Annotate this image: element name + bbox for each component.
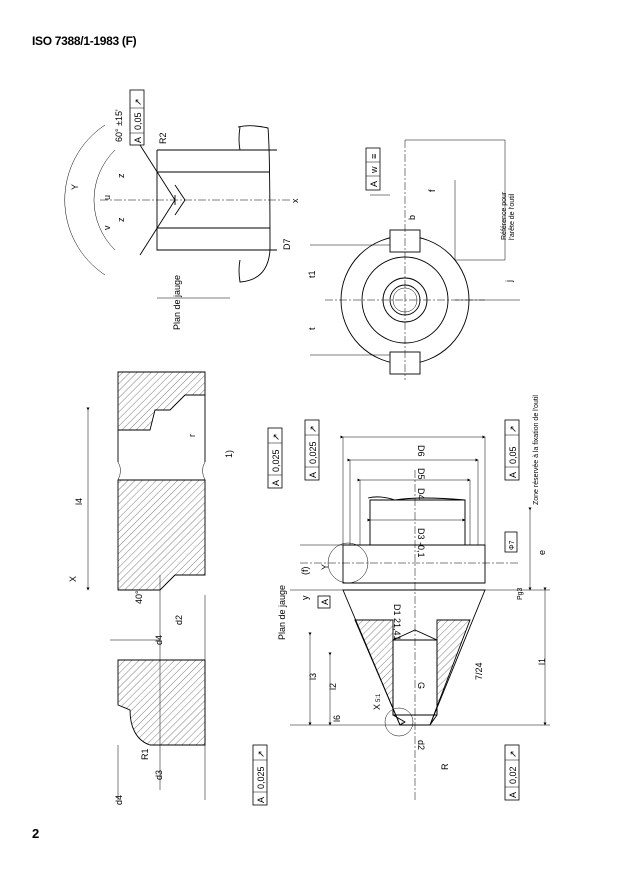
dim-r1: R1: [140, 748, 150, 760]
reference-label-2: l'arête de l'outil: [509, 193, 516, 240]
dim-v: v: [102, 225, 112, 230]
dim-g: G: [416, 682, 426, 689]
tolerance-datum: A: [508, 472, 518, 478]
gauge-plane-label: Plan de jauge: [277, 585, 287, 640]
dim-l6: l6: [332, 715, 342, 722]
gauge-plane-label-y: Plan de jauge: [172, 275, 182, 330]
detail-y-title: Y: [70, 184, 80, 190]
detail-x: X l4 40° d2 d4 d3 d4 R1 r 1): [68, 371, 234, 805]
tolerance-datum: A: [508, 792, 518, 798]
tolerance-frame-2: A 0,025 ↗: [304, 419, 320, 481]
detail-x-callout: X: [372, 704, 382, 710]
dim-angle-60: 60° ±15': [114, 109, 124, 142]
svg-text:↗: ↗: [133, 98, 143, 106]
tolerance-frame-symmetry: ≡ w A: [365, 147, 381, 191]
dim-d4: D4: [416, 488, 426, 500]
tolerance-value: 0,05: [508, 446, 518, 464]
footnote-ref: 1): [224, 450, 234, 458]
taper-ratio: 7/24: [474, 662, 484, 680]
tolerance-frame-1: A 0,025 ↗: [267, 427, 283, 489]
dim-r-x: r: [187, 434, 197, 437]
tolerance-frame-4: A 0,025 ↗: [252, 744, 268, 806]
dim-e: e: [537, 550, 547, 555]
svg-text:≡: ≡: [369, 154, 379, 159]
svg-text:↗: ↗: [508, 750, 518, 758]
tolerance-datum: A: [369, 181, 379, 187]
datum-a: A: [320, 599, 330, 605]
end-view: b f t1 t j Référence pour l'arête de l'o…: [307, 139, 520, 380]
dim-d4-x2: d4: [114, 795, 124, 805]
tolerance-value: 0,02: [508, 766, 518, 784]
dim-d7: D7: [282, 238, 292, 250]
detail-y: Y u v 60° ±15' z z R2 x D7 Plan de jauge…: [64, 89, 300, 330]
tolerance-datum: A: [308, 472, 318, 478]
dim-l3: l3: [308, 673, 318, 680]
dim-t1: t1: [307, 270, 317, 278]
dim-x: x: [290, 198, 300, 203]
svg-text:↗: ↗: [271, 433, 281, 441]
tolerance-frame-3: A 0,05 ↗: [504, 419, 520, 481]
dim-d2: d2: [416, 740, 426, 750]
dim-d3-x: d3: [154, 770, 164, 780]
page-number: 2: [32, 826, 40, 841]
dim-l2: l2: [328, 683, 338, 690]
document-header: ISO 7388/1-1983 (F): [32, 34, 137, 48]
tolerance-frame-y: ↗ 0,05 A: [129, 89, 145, 146]
tolerance-value: 0,05: [133, 112, 143, 130]
dim-d1: D1 21,41: [392, 604, 402, 641]
dim-d3: D3 -0,1: [416, 528, 426, 558]
svg-text:↗: ↗: [308, 425, 318, 433]
dim-y: y: [300, 595, 310, 600]
dim-z1: z: [116, 173, 126, 178]
dim-d6: D6: [416, 445, 426, 457]
tolerance-datum: A: [133, 137, 143, 143]
dim-f-main: (f): [300, 567, 310, 576]
dim-z2: z: [116, 217, 126, 222]
position-tolerance: Φ7: [509, 540, 516, 550]
main-view: D6 D5 D4 D3 -0,1 D1 21,41 (f) Y y Plan d…: [252, 395, 550, 806]
dim-r: R: [440, 763, 450, 770]
tolerance-datum: A: [271, 480, 281, 486]
tolerance-value: w: [369, 166, 379, 174]
dim-r2: R2: [158, 132, 168, 144]
dim-angle-x: 40°: [134, 590, 144, 604]
detail-y-callout: Y: [320, 564, 330, 570]
svg-text:↗: ↗: [508, 425, 518, 433]
zone-note: Zone réservée à la fixation de l'outil: [533, 395, 540, 505]
svg-text:↗: ↗: [256, 750, 266, 758]
dim-d4-x: d4: [154, 635, 164, 645]
tolerance-frame-5: A 0,02 ↗: [504, 744, 520, 801]
tolerance-value: 0,025: [271, 449, 281, 472]
dim-d5: D5: [416, 468, 426, 480]
dim-b: b: [407, 215, 417, 220]
dim-f: f: [427, 189, 437, 192]
detail-x-scale: 5:1: [376, 693, 382, 702]
dim-t: t: [307, 327, 317, 330]
dim-j: j: [504, 280, 514, 283]
dim-d2-x: d2: [174, 615, 184, 625]
detail-x-title: X: [68, 576, 78, 582]
pg-thread: Pg3: [517, 587, 524, 600]
tolerance-value: 0,025: [256, 766, 266, 789]
dim-l1: l1: [537, 658, 547, 665]
dim-l4: l4: [74, 498, 84, 505]
dim-u: u: [102, 195, 112, 200]
tolerance-datum: A: [256, 797, 266, 803]
reference-label-1: Référence pour: [501, 191, 508, 240]
tolerance-value: 0,025: [308, 441, 318, 464]
